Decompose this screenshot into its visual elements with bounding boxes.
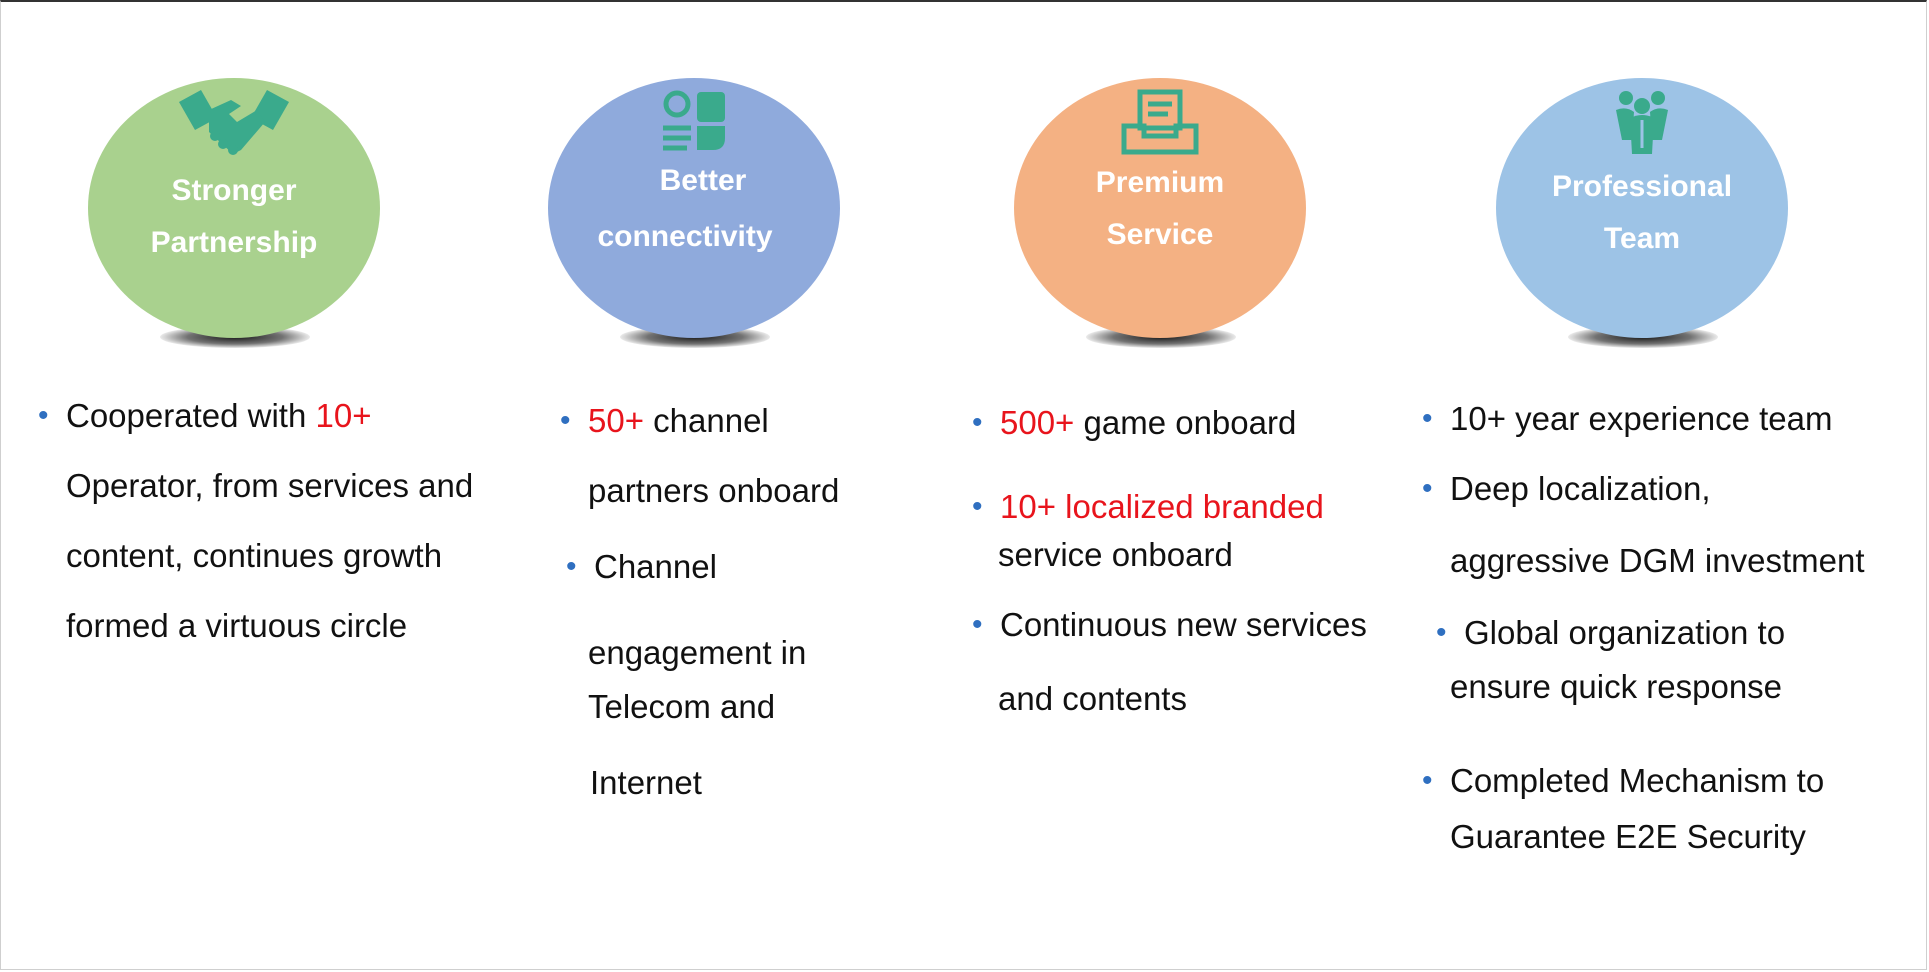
bullet-text: ensure quick response: [1450, 668, 1783, 705]
bullet-text: formed a virtuous circle: [66, 607, 408, 644]
title-line: Team: [1603, 222, 1681, 255]
bullet-text: Channel: [594, 548, 717, 585]
bullet-text: Continuous new services: [1000, 606, 1367, 643]
bullet-text: game onboard: [1074, 404, 1297, 441]
circle-title: Stronger Partnership: [151, 165, 318, 269]
title-line: connectivity: [597, 220, 773, 253]
circle-title: Premium Service: [1096, 157, 1224, 261]
list-item: Continuous new services and contents: [972, 602, 1412, 722]
bullet-text: engagement in: [588, 634, 807, 671]
bullet-text: service onboard: [998, 536, 1233, 573]
list-item: Channel engagement in Telecom and Intern…: [566, 544, 946, 806]
list-item: 500+ game onboard: [972, 400, 1412, 446]
title-line: Better: [659, 164, 747, 197]
bullet-list: Cooperated with 10+ Operator, from servi…: [38, 392, 518, 650]
inbox-icon: [1105, 88, 1215, 163]
title-line: Partnership: [150, 226, 318, 259]
circle-badge: Better connectivity: [548, 78, 840, 353]
circle-badge: Premium Service: [1014, 78, 1306, 353]
highlight-text: 50+: [588, 402, 644, 439]
bullet-text: Guarantee E2E Security: [1450, 818, 1806, 855]
handshake-icon: [179, 88, 289, 163]
highlight-text: 10+: [315, 397, 372, 434]
list-item: 10+ localized branded service onboard: [972, 484, 1412, 578]
bullet-list: 10+ year experience team Deep localizati…: [1422, 396, 1892, 860]
connectivity-icon: [639, 88, 749, 163]
bullet-list: 500+ game onboard 10+ localized branded …: [972, 400, 1412, 722]
bullet-text: Telecom and: [588, 688, 776, 725]
circle-badge: Professional Team: [1496, 78, 1788, 353]
bullet-text: content, continues growth: [66, 537, 443, 574]
circle-title: Better connectivity: [597, 155, 772, 263]
bullet-text: Deep localization,: [1450, 470, 1711, 507]
bullet-text: partners onboard: [588, 472, 840, 509]
bullet-text: 10+ year experience team: [1450, 400, 1833, 437]
bullet-text: Global organization to: [1464, 614, 1786, 651]
list-item: 50+ channel partners onboard: [560, 398, 940, 514]
list-item: Global organization to ensure quick resp…: [1436, 610, 1906, 710]
highlight-text: 10+ localized branded: [1000, 488, 1324, 525]
title-line: Premium: [1095, 166, 1225, 199]
list-item: Cooperated with 10+ Operator, from servi…: [38, 392, 518, 650]
circle-lightblue: Professional Team: [1496, 78, 1788, 338]
list-item: 10+ year experience team: [1422, 396, 1892, 442]
bullet-text: aggressive DGM investment: [1450, 542, 1865, 579]
bullet-text: Operator, from services and: [66, 467, 474, 504]
title-line: Professional: [1551, 170, 1733, 203]
title-line: Stronger: [171, 174, 297, 207]
bullet-text: Cooperated with: [66, 397, 316, 434]
circle-blue: Better connectivity: [548, 78, 840, 338]
bullet-text: Completed Mechanism to: [1450, 762, 1825, 799]
list-item: Deep localization, aggressive DGM invest…: [1422, 466, 1892, 584]
circle-title: Professional Team: [1552, 161, 1732, 265]
circle-badge: Stronger Partnership: [88, 78, 380, 353]
title-line: Service: [1106, 218, 1214, 251]
circle-orange: Premium Service: [1014, 78, 1306, 338]
highlight-text: 500+: [1000, 404, 1075, 441]
bullet-text: Internet: [590, 764, 702, 801]
circle-green: Stronger Partnership: [88, 78, 380, 338]
list-item: Completed Mechanism to Guarantee E2E Sec…: [1422, 758, 1892, 860]
bullet-list: 50+ channel partners onboard Channel eng…: [560, 398, 940, 806]
team-icon: [1587, 88, 1697, 163]
bullet-text: channel: [643, 402, 769, 439]
bullet-text: and contents: [998, 680, 1187, 717]
